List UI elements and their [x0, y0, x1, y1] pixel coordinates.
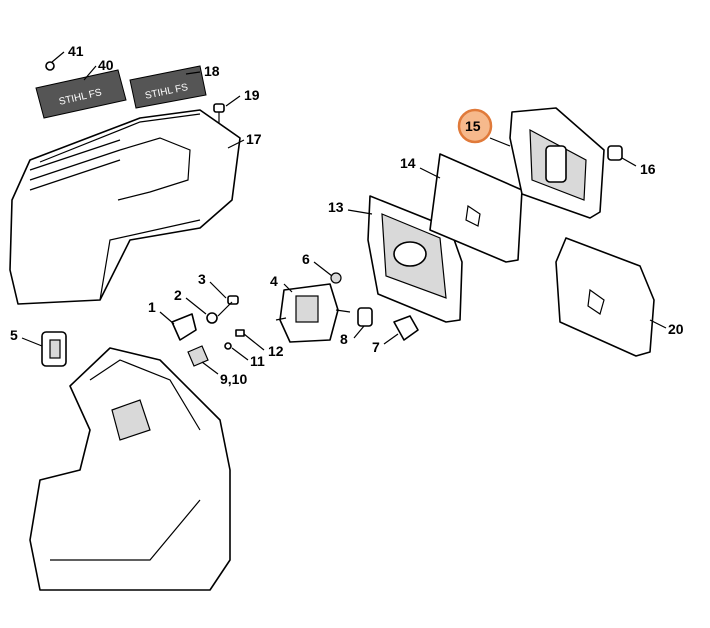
label-4: 4	[270, 273, 278, 289]
label-5: 5	[10, 327, 18, 343]
label-6: 6	[302, 251, 310, 267]
part-7-elbow	[393, 315, 419, 341]
label-17: 17	[246, 131, 262, 147]
part-4-carburetor	[275, 283, 351, 343]
part-14-filter	[429, 153, 523, 263]
part-20-filter	[555, 237, 655, 357]
part-41-rivet	[45, 61, 55, 71]
label-3: 3	[198, 271, 206, 287]
part-15-filter-cover	[509, 107, 605, 219]
label-19: 19	[244, 87, 260, 103]
part-5-plug	[41, 331, 67, 367]
part-9-10-grommet	[187, 345, 209, 367]
part-3-screw	[217, 295, 239, 317]
label-40: 40	[98, 57, 114, 73]
label-16: 16	[640, 161, 656, 177]
label-14: 14	[400, 155, 416, 171]
label-8: 8	[340, 331, 348, 347]
label-18: 18	[204, 63, 220, 79]
part-16-knob	[607, 145, 623, 161]
label-12: 12	[268, 343, 284, 359]
label-11: 11	[250, 353, 265, 369]
part-8-spacer	[357, 307, 373, 327]
housing-lower	[29, 347, 231, 591]
leader-lines	[21, 51, 667, 375]
label-20: 20	[668, 321, 684, 337]
label-7: 7	[372, 339, 380, 355]
highlight-ring-15	[457, 108, 493, 144]
label-1: 1	[148, 299, 156, 315]
part-12-screw	[235, 329, 245, 337]
decal-18: STIHL FS	[129, 65, 207, 109]
part-11-washer	[224, 342, 232, 350]
label-9-10: 9,10	[220, 371, 247, 387]
label-13: 13	[328, 199, 344, 215]
part-17-shroud	[9, 109, 241, 305]
part-6-nut	[330, 272, 342, 284]
decal-40: STIHL FS	[35, 69, 127, 119]
label-15: 15	[465, 118, 481, 134]
label-41: 41	[68, 43, 84, 59]
label-2: 2	[174, 287, 182, 303]
part-2-washer	[206, 312, 218, 324]
part-1-bracket	[171, 313, 197, 341]
